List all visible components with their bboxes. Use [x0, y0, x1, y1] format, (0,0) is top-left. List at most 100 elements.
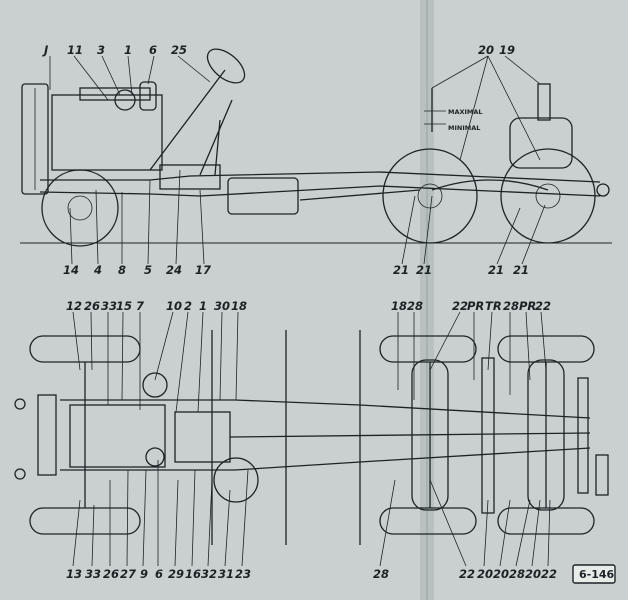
plan-front-wheel-bottom — [29, 507, 141, 535]
label-20-a: 20 — [477, 567, 493, 581]
label-19: 19 — [499, 43, 515, 57]
label-4: 4 — [93, 263, 102, 277]
label-17: 17 — [195, 263, 211, 277]
rear-wheel-1 — [382, 148, 478, 244]
label-21-c: 21 — [488, 263, 504, 277]
label-33-b: 33 — [85, 567, 101, 581]
label-3: 3 — [97, 43, 105, 57]
steering-column — [149, 69, 226, 171]
label-8: 8 — [118, 263, 126, 277]
label-28-a: 28 — [407, 299, 423, 313]
label-TR: TR — [485, 299, 502, 313]
rear-wheel-2-hub — [535, 183, 561, 209]
radiator — [21, 83, 49, 195]
side-view: MAXIMAL MINIMAL — [20, 43, 612, 277]
plan-front-wheel-top — [29, 335, 141, 363]
label-PR-a: PR — [467, 299, 484, 313]
label-28-b: 28 — [503, 299, 519, 313]
transfer-case — [227, 177, 299, 215]
label-14: 14 — [63, 263, 79, 277]
label-22-a: 22 — [452, 299, 468, 313]
label-26: 26 — [84, 299, 100, 313]
plan-oil-filter — [145, 447, 165, 467]
figure-number: 6-146 — [579, 568, 615, 581]
label-21-d: 21 — [513, 263, 529, 277]
plan-torque-rod — [481, 357, 495, 514]
plan-bottom-labels: 13 33 26 27 9 6 29 16 32 31 23 28 22 20 … — [66, 567, 557, 581]
plan-rear-wheel-1-bottom — [379, 507, 477, 535]
plan-tow-hitch — [595, 454, 609, 496]
figure-number-box — [572, 564, 616, 584]
label-28-d: 28 — [509, 567, 525, 581]
label-10: 10 — [166, 299, 182, 313]
label-31: 31 — [218, 567, 234, 581]
plan-rear-bumper — [577, 377, 589, 494]
side-leader-lines — [49, 55, 546, 265]
plan-frame-rail-bottom — [60, 447, 591, 471]
rear-spring — [431, 179, 549, 191]
plan-rear-wheel-2-top — [497, 335, 595, 363]
frame-side-rail — [40, 171, 601, 183]
plan-front-hook-bottom — [14, 468, 26, 480]
label-6-b: 6 — [155, 567, 163, 581]
engine-block — [51, 94, 163, 171]
side-top-labels: J 11 3 1 6 25 20 19 — [42, 43, 515, 57]
label-30: 30 — [214, 299, 230, 313]
gearbox — [159, 164, 221, 190]
label-1: 1 — [124, 43, 132, 57]
label-PR-b: PR — [519, 299, 536, 313]
label-23: 23 — [235, 567, 251, 581]
label-28-c: 28 — [373, 567, 389, 581]
label-21-b: 21 — [416, 263, 432, 277]
plan-propeller-shaft — [229, 432, 591, 438]
plan-engine — [69, 404, 166, 468]
label-32: 32 — [201, 567, 217, 581]
steering-wheel — [206, 48, 246, 84]
side-bottom-labels: 14 4 8 5 24 17 21 21 21 21 — [63, 263, 529, 277]
carburettor — [139, 81, 157, 111]
figure-number-plate: 6-146 — [572, 564, 616, 584]
label-16: 16 — [185, 567, 201, 581]
label-33: 33 — [101, 299, 117, 313]
plan-rear-wheel-2-bottom — [497, 507, 595, 535]
label-21-a: 21 — [393, 263, 409, 277]
label-29: 29 — [168, 567, 184, 581]
plan-rear-spring-1 — [411, 359, 449, 511]
plan-frame-rail-top — [60, 399, 591, 419]
label-22-c: 22 — [459, 567, 475, 581]
label-13: 13 — [66, 567, 82, 581]
label-2: 2 — [184, 299, 192, 313]
label-18-b: 18 — [391, 299, 407, 313]
label-18-a: 18 — [231, 299, 247, 313]
plan-front-hook-top — [14, 398, 26, 410]
plan-view: 12 26 33 15 7 10 2 1 30 18 18 28 22 PR T… — [14, 299, 609, 581]
label-20: 20 — [478, 43, 494, 57]
plan-rear-spring-2 — [527, 359, 565, 511]
propeller-shaft — [299, 189, 421, 201]
rear-wheel-1-hub — [417, 183, 443, 209]
fuel-tank — [509, 117, 573, 169]
air-filter — [114, 89, 136, 111]
front-wheel — [41, 169, 119, 247]
label-27: 27 — [120, 567, 136, 581]
gauge-maximal-label: MAXIMAL — [448, 108, 483, 116]
label-J: J — [42, 43, 49, 57]
plan-radiator — [37, 394, 57, 476]
label-20-c: 20 — [525, 567, 541, 581]
label-20-b: 20 — [493, 567, 509, 581]
gauge-minimal-label: MINIMAL — [448, 124, 480, 132]
filler-neck — [537, 83, 551, 121]
plan-gearbox — [174, 411, 231, 463]
label-22-b: 22 — [535, 299, 551, 313]
label-5: 5 — [144, 263, 152, 277]
hand-brake — [214, 119, 221, 176]
gear-lever — [199, 99, 233, 176]
label-25: 25 — [171, 43, 187, 57]
label-12: 12 — [66, 299, 82, 313]
label-15: 15 — [116, 299, 132, 313]
label-22-d: 22 — [541, 567, 557, 581]
rear-wheel-2 — [500, 148, 596, 244]
plan-steering-wheel — [213, 457, 259, 503]
tow-hook — [596, 183, 610, 197]
